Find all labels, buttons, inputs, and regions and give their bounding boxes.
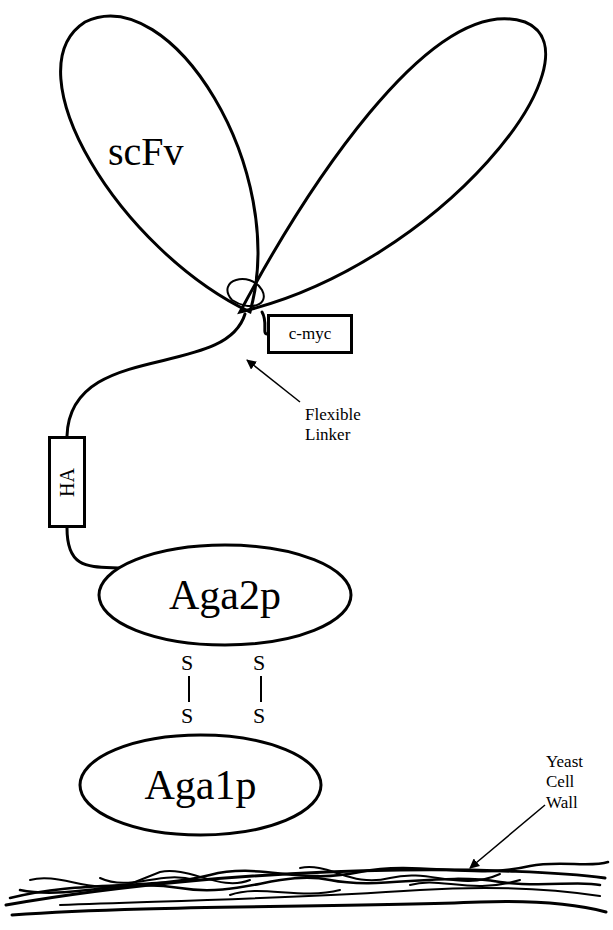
disulfide-bond: [260, 676, 262, 702]
disulfide-bond: [188, 676, 190, 702]
scfv-domain: scFv: [0, 0, 613, 322]
callout-label: Flexible Linker: [305, 405, 395, 446]
tag-box: c-myc: [267, 314, 353, 354]
cell-wall: [6, 862, 608, 915]
leader-arrow: [470, 805, 545, 868]
linker-line: [67, 314, 245, 436]
sulfur-atom: S: [253, 703, 265, 729]
leader-arrow: [247, 360, 300, 402]
sulfur-atom: S: [253, 650, 265, 676]
tag-box: HA: [48, 436, 86, 528]
callout-label: Yeast Cell Wall: [546, 752, 608, 813]
node-label: HA: [55, 468, 78, 497]
linker-line: [67, 528, 133, 569]
node-label: c-myc: [289, 324, 331, 344]
scfv-domain-outline: [0, 0, 613, 322]
node-label: scFv: [108, 128, 184, 175]
protein-ellipse: Aga2p: [97, 543, 353, 647]
protein-ellipse: Aga1p: [78, 733, 323, 837]
sulfur-atom: S: [181, 650, 193, 676]
node-label: Aga1p: [145, 761, 257, 809]
node-label: Aga2p: [169, 571, 281, 619]
sulfur-atom: S: [181, 703, 193, 729]
